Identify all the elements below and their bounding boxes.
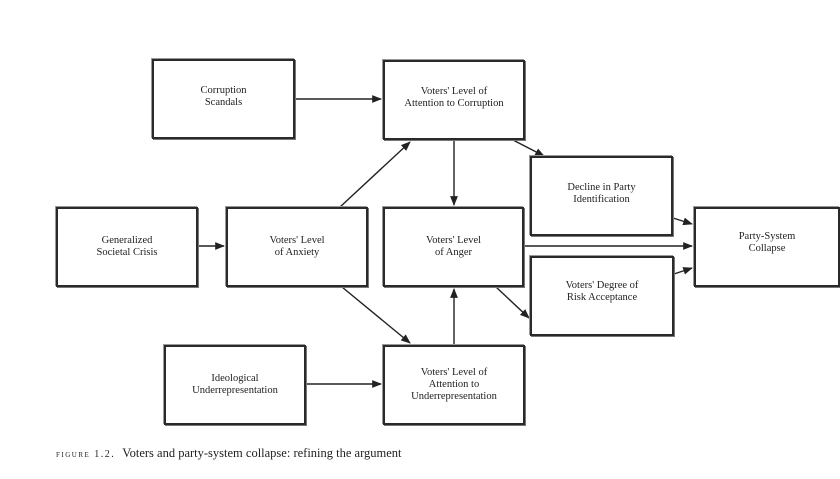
anxiety-label: Voters' Level of Anxiety	[269, 235, 325, 258]
ideological-underrepresentation-label: Ideological Underrepresentation	[192, 373, 278, 396]
figure-caption-text: Voters and party-system collapse: refini…	[122, 446, 402, 460]
party-system-collapse-label: Party-System Collapse	[738, 231, 796, 254]
arrow-decline-to-collapse	[672, 217, 693, 226]
risk-acceptance-box: Voters' Degree of Risk Acceptance	[530, 256, 674, 336]
societal-crisis-box: Generalized Societal Crisis	[56, 207, 198, 287]
anger-label: Voters' Level of Anger	[425, 235, 482, 258]
corruption-scandals-label: Corruption Scandals	[200, 85, 247, 108]
societal-crisis-label: Generalized Societal Crisis	[96, 235, 158, 258]
arrow-anxiety-to-attention-underrep	[341, 286, 411, 344]
arrow-attention-corruption-to-decline	[512, 139, 545, 157]
risk-acceptance-label: Voters' Degree of Risk Acceptance	[565, 280, 639, 303]
ideological-underrepresentation-box: Ideological Underrepresentation	[164, 345, 306, 425]
figure-number: FIGURE 1.2.	[56, 449, 116, 460]
arrow-risk-to-collapse	[673, 267, 693, 275]
attention-to-corruption-box: Voters' Level of Attention to Corruption	[383, 60, 525, 140]
attention-to-underrepresentation-label: Voters' Level of Attention to Underrepre…	[411, 367, 497, 402]
attention-to-underrepresentation-box: Voters' Level of Attention to Underrepre…	[383, 345, 525, 425]
corruption-scandals-box: Corruption Scandals	[152, 59, 295, 139]
decline-party-identification-box: Decline in Party Identification	[530, 156, 673, 236]
attention-to-corruption-label: Voters' Level of Attention to Corruption	[404, 86, 504, 109]
decline-party-identification-label: Decline in Party Identification	[567, 182, 636, 205]
arrow-anxiety-to-attention-corruption	[339, 141, 411, 208]
anger-box: Voters' Level of Anger	[383, 207, 524, 287]
figure-caption: FIGURE 1.2. Voters and party-system coll…	[56, 446, 402, 461]
anxiety-box: Voters' Level of Anxiety	[226, 207, 368, 287]
party-system-collapse-box: Party-System Collapse	[694, 207, 840, 287]
arrow-anger-to-risk	[495, 286, 530, 319]
